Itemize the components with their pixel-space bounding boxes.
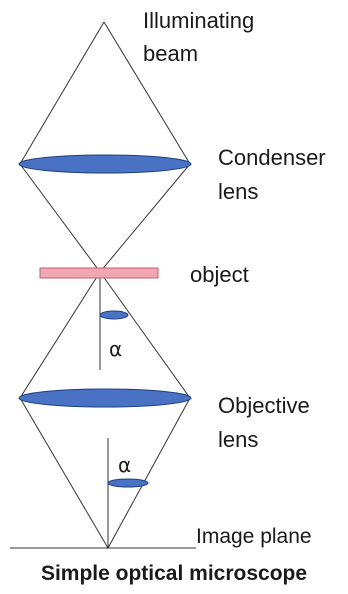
beam-ray-right-top: [103, 21, 191, 165]
objective-ray-left: [19, 397, 109, 549]
object-ray-right: [99, 271, 191, 399]
condenser-lens-label-line1: Condenser: [218, 145, 326, 170]
objective-lens-label-line1: Objective: [218, 393, 310, 418]
condenser-ray-right: [99, 163, 191, 273]
condenser-lens-label-line2: lens: [218, 179, 259, 204]
condenser-lens: [18, 154, 192, 174]
objective-lens-label-line2: lens: [218, 427, 259, 452]
illuminating-beam-label-line2: beam: [143, 41, 199, 66]
beam-ray-left-top: [19, 21, 105, 165]
object-label: object: [190, 262, 249, 287]
diagram-title: Simple optical microscope: [40, 562, 308, 585]
lower-alpha-label: α: [118, 453, 132, 477]
objective-ray-right: [107, 397, 191, 549]
object-slide: [39, 267, 159, 279]
upper-alpha-label: α: [109, 337, 123, 361]
lower-aperture-ellipse: [107, 478, 149, 488]
objective-lens: [18, 388, 192, 408]
condenser-ray-left: [19, 163, 101, 273]
upper-aperture-ellipse: [99, 310, 129, 320]
image-plane-label: Image plane: [196, 525, 312, 548]
object-ray-left: [19, 271, 101, 399]
illuminating-beam-label-line1: Illuminating: [143, 8, 255, 33]
